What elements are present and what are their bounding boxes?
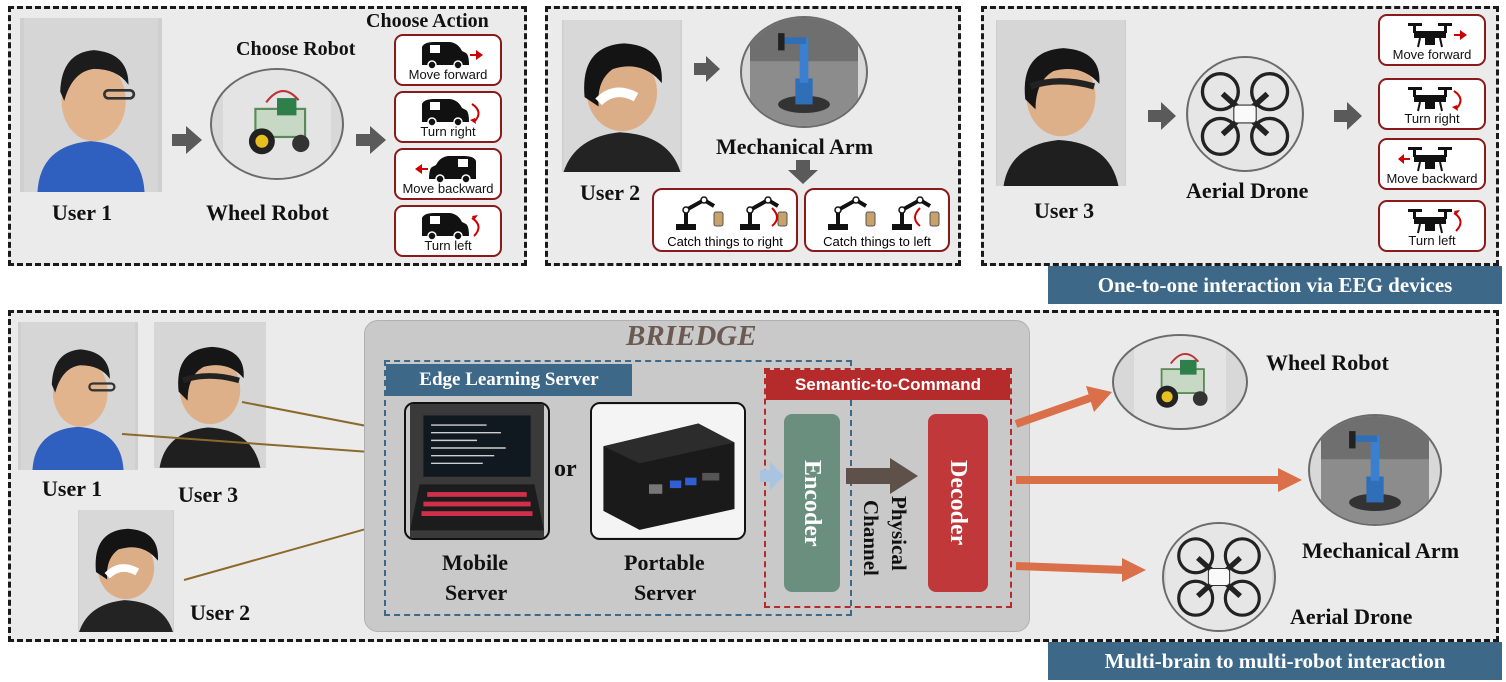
action-label: Turn left (424, 238, 472, 253)
user-3-photo (996, 20, 1126, 186)
action-label: Move backward (1386, 171, 1478, 186)
action-label: Catch things to right (667, 234, 783, 249)
user-1-photo (18, 322, 138, 470)
action-label: Turn right (420, 124, 476, 139)
or-text: or (554, 456, 577, 482)
user-2-label: User 2 (580, 180, 641, 205)
wheel-robot-label: Wheel Robot (206, 200, 329, 225)
action-label: Move forward (1392, 47, 1472, 62)
action-move-backward[interactable]: Move backward (1378, 138, 1486, 190)
portable-server-label-line2: Server (634, 580, 697, 605)
semantic-to-command-title: Semantic-to-Command (766, 370, 1010, 400)
user-3-label: User 3 (178, 482, 239, 507)
aerial-drone-image (1162, 522, 1276, 632)
wheel-robot-image (1112, 334, 1248, 430)
action-turn-right[interactable]: Turn right (394, 91, 502, 143)
action-label: Turn right (1404, 111, 1460, 126)
semantic-to-command-box (764, 368, 1012, 608)
action-turn-left[interactable]: Turn left (1378, 200, 1486, 252)
mechanical-arm-label: Mechanical Arm (1302, 538, 1460, 563)
user-2-label: User 2 (190, 600, 251, 625)
user-1-photo (20, 18, 162, 192)
encoder-label: Encoder (799, 459, 825, 547)
choose-action-header: Choose Action (366, 10, 489, 32)
aerial-drone-label: Aerial Drone (1186, 178, 1309, 203)
arrow-right-icon (356, 126, 386, 159)
portable-server-image (590, 402, 746, 540)
arrow-right-icon (694, 56, 720, 87)
physical-channel-label-1: Physical (887, 496, 911, 571)
arrow-down-icon (788, 160, 818, 189)
action-label: Move backward (402, 181, 494, 196)
edge-learning-server-title: Edge Learning Server (386, 364, 632, 396)
mobile-server-image (404, 402, 550, 540)
edge-learning-server-box (384, 360, 852, 616)
user-1-label: User 1 (52, 200, 113, 225)
arrow-right-icon (1334, 102, 1362, 135)
action-label: Move forward (408, 67, 488, 82)
user-2-photo (78, 510, 174, 632)
action-move-backward[interactable]: Move backward (394, 148, 502, 200)
mobile-server-label-line2: Server (445, 580, 508, 605)
decoder-label: Decoder (945, 460, 971, 546)
action-move-forward[interactable]: Move forward (1378, 14, 1486, 66)
mechanical-arm-label: Mechanical Arm (716, 134, 874, 159)
choose-robot-header: Choose Robot (236, 38, 356, 60)
aerial-drone-label: Aerial Drone (1290, 604, 1413, 629)
portable-server-label-line1: Portable (624, 550, 705, 575)
channel-arrow-icon (846, 458, 918, 499)
briedge-title: BRIEDGE (626, 320, 757, 352)
action-turn-left[interactable]: Turn left (394, 205, 502, 257)
mechanical-arm-image (1308, 414, 1442, 526)
mobile-server-label-line1: Mobile (442, 550, 508, 575)
user-2-photo (562, 20, 682, 172)
arrow-right-icon (172, 126, 202, 159)
decoder-block (928, 414, 988, 592)
action-catch-left[interactable]: Catch things to left (804, 188, 950, 252)
mechanical-arm-image (740, 16, 868, 128)
arrow-right-icon (760, 462, 784, 495)
user-1-label: User 1 (42, 476, 103, 501)
action-label: Catch things to left (823, 234, 931, 249)
action-turn-right[interactable]: Turn right (1378, 78, 1486, 130)
user-3-label: User 3 (1034, 198, 1095, 223)
banner-multi-brain: Multi-brain to multi-robot interaction (1048, 642, 1502, 680)
aerial-drone-image (1186, 56, 1304, 172)
wheel-robot-image (210, 68, 344, 180)
wheel-robot-label: Wheel Robot (1266, 350, 1389, 375)
action-move-forward[interactable]: Move forward (394, 34, 502, 86)
action-catch-right[interactable]: Catch things to right (652, 188, 798, 252)
physical-channel-label-2: Channel (859, 500, 883, 576)
arrow-right-icon (1148, 102, 1176, 135)
action-label: Turn left (1408, 233, 1456, 248)
encoder-block (784, 414, 840, 592)
banner-one-to-one: One-to-one interaction via EEG devices (1048, 266, 1502, 304)
